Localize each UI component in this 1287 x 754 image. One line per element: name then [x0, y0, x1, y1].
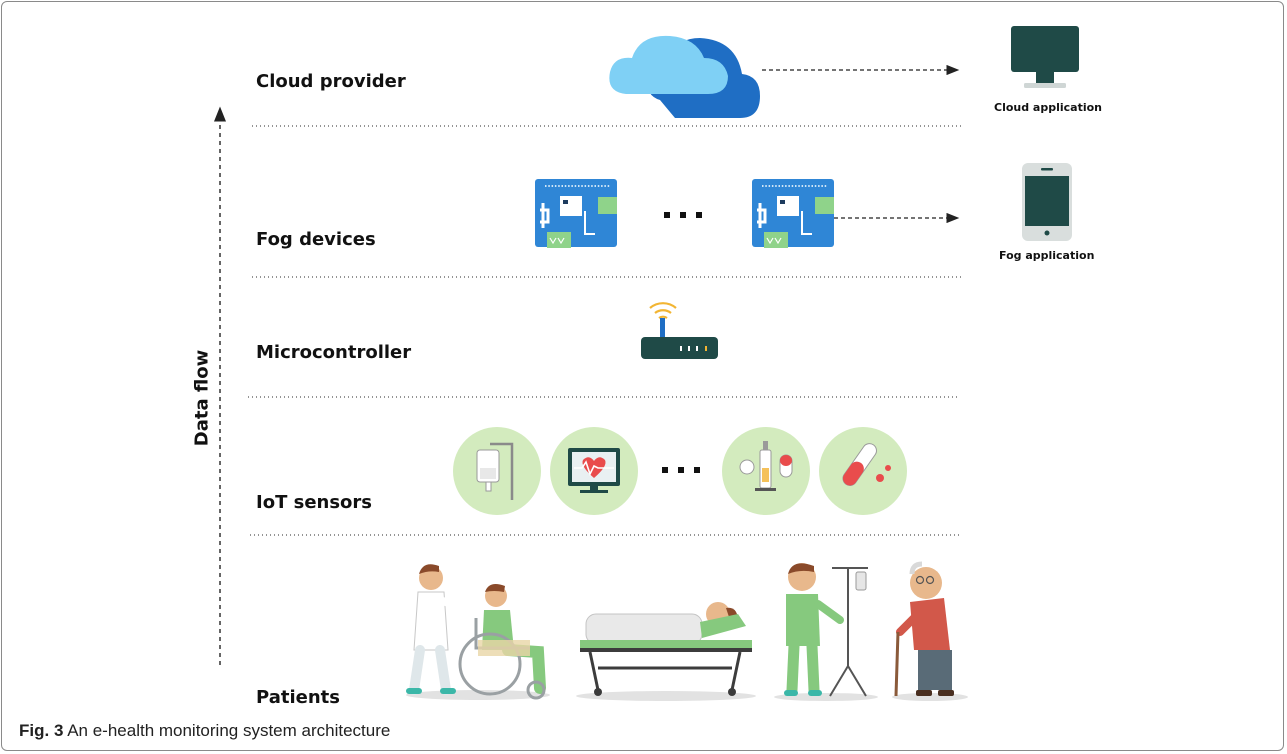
data-flow-label: Data flow [191, 349, 213, 447]
hospital-bed-icon [576, 602, 756, 701]
medication-sensor-icon [722, 427, 810, 515]
cloud-application-label: Cloud application [994, 101, 1103, 114]
figure-caption-text: An e-health monitoring system architectu… [63, 721, 391, 740]
figure-caption: Fig. 3 An e-health monitoring system arc… [19, 721, 390, 741]
fog-application-label: Fog application [999, 249, 1095, 262]
monitor-icon [1011, 26, 1079, 88]
layer-label-cloud-provider: Cloud provider [256, 71, 406, 92]
layer-label-iot-sensors: IoT sensors [256, 492, 373, 513]
cloud-icon [609, 35, 760, 118]
doctor-with-wheelchair-icon [406, 564, 550, 700]
nurse-with-iv-stand-icon [774, 563, 878, 701]
fog-device-board-icon [535, 179, 617, 248]
smartphone-icon [1022, 163, 1072, 241]
figure-number: Fig. 3 [19, 721, 64, 740]
layer-label-fog-devices: Fog devices [256, 229, 376, 250]
blood-test-sensor-icon [819, 427, 907, 515]
layer-label-microcontroller: Microcontroller [256, 342, 412, 363]
elderly-patient-icon [892, 561, 968, 701]
layer-separators [248, 125, 962, 536]
iv-drip-sensor-icon [453, 427, 541, 515]
router-icon [641, 302, 718, 359]
fog-device-board-icon [752, 179, 834, 248]
layer-label-patients: Patients [256, 687, 340, 708]
ellipsis-icon [662, 212, 702, 473]
heart-monitor-sensor-icon [550, 427, 638, 515]
